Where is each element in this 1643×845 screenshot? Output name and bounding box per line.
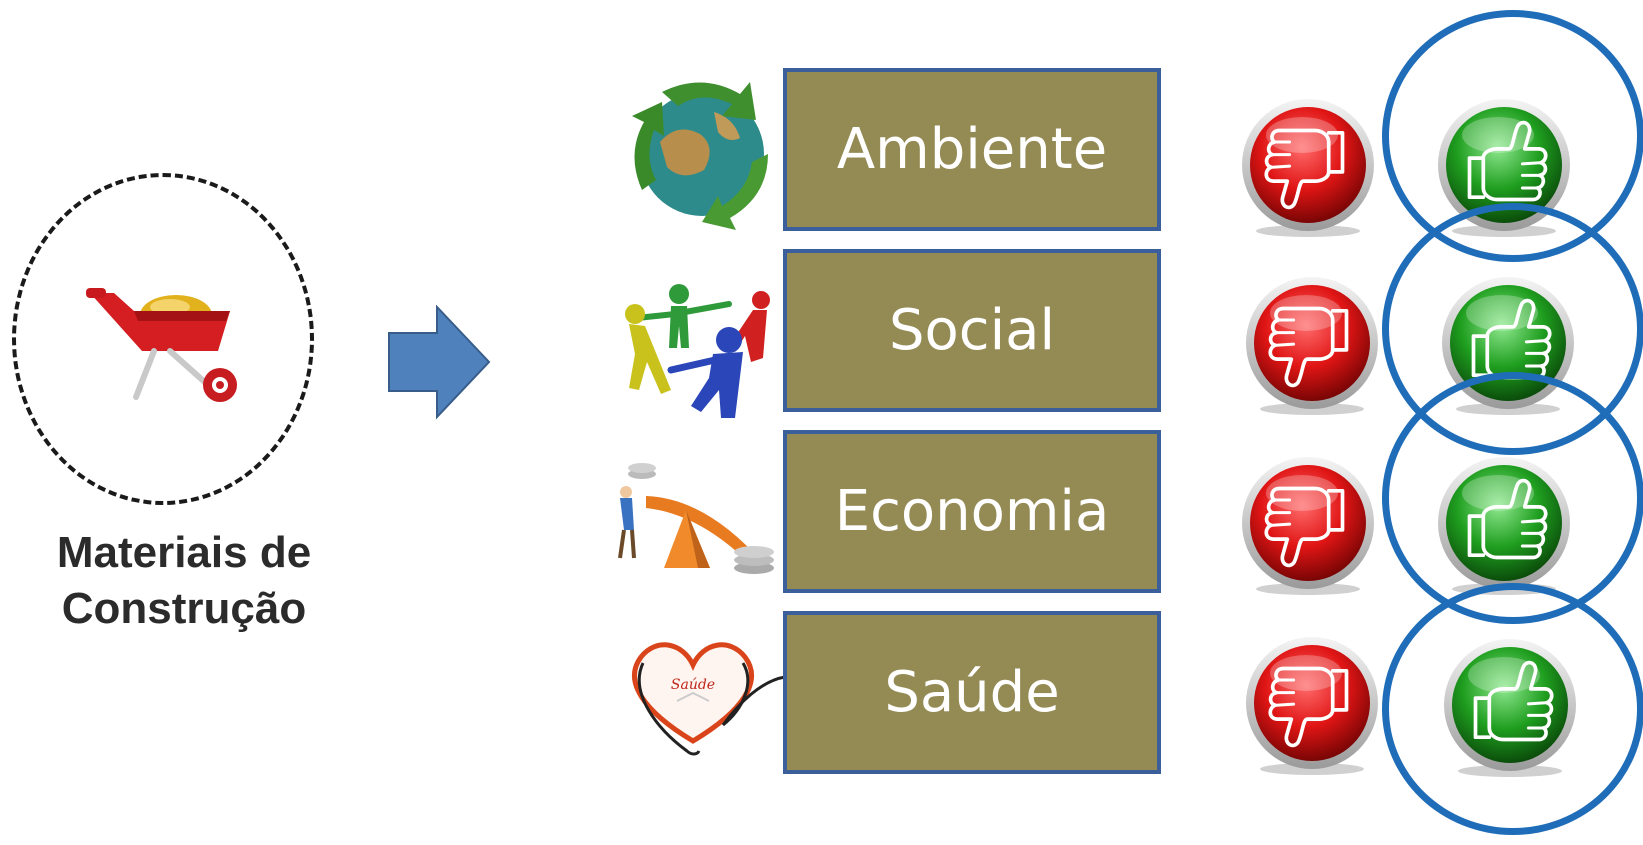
category-label: Social bbox=[888, 298, 1056, 363]
seesaw-coins-icon bbox=[618, 463, 774, 574]
source-circle bbox=[12, 173, 314, 505]
category-ambiente: Ambiente bbox=[783, 68, 1161, 231]
selection-ring bbox=[1382, 583, 1643, 835]
people-circle-icon bbox=[625, 284, 770, 418]
wheelbarrow-icon bbox=[86, 288, 237, 402]
thumbs-down-icon[interactable] bbox=[1242, 628, 1382, 778]
source-label: Materiais de Construção bbox=[56, 528, 312, 633]
thumbs-down-icon[interactable] bbox=[1238, 448, 1378, 598]
heart-stethoscope-text: Saúde bbox=[671, 677, 715, 693]
category-social: Social bbox=[783, 249, 1161, 412]
category-label: Saúde bbox=[884, 660, 1060, 725]
category-label: Economia bbox=[834, 479, 1110, 544]
right-arrow-icon bbox=[388, 305, 491, 420]
recycle-globe-icon bbox=[632, 82, 768, 230]
category-saude: Saúde bbox=[783, 611, 1161, 774]
category-economia: Economia bbox=[783, 430, 1161, 593]
heart-stethoscope-icon: Saúde bbox=[632, 642, 786, 756]
thumbs-down-icon[interactable] bbox=[1242, 268, 1382, 418]
thumbs-down-icon[interactable] bbox=[1238, 90, 1378, 240]
category-label: Ambiente bbox=[836, 117, 1108, 182]
